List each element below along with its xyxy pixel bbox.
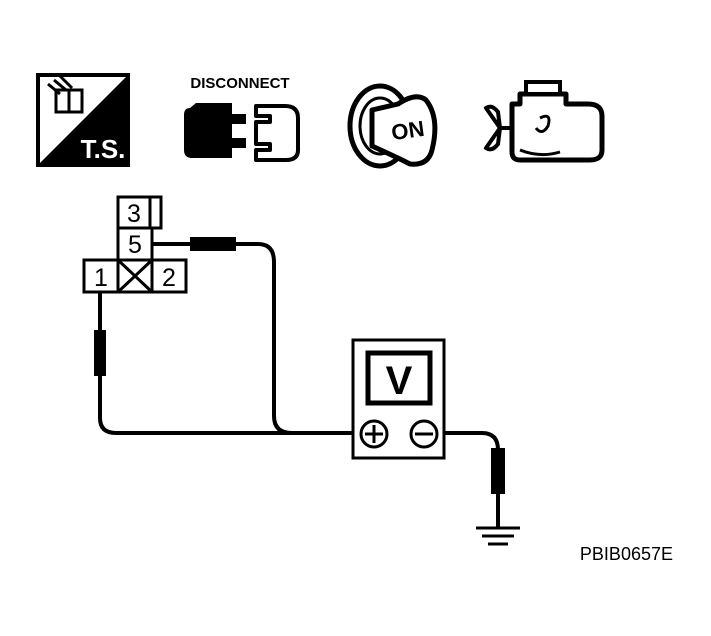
terminal-3-lock (148, 195, 163, 230)
probe-tip-terminal-1 (94, 330, 106, 376)
terminal-1-label: 1 (94, 264, 108, 292)
lead-terminal-5 (152, 242, 293, 435)
meter-negative-terminal-icon (409, 419, 439, 449)
ts-label: T.S. (81, 134, 126, 164)
disconnect-icon: DISCONNECT (184, 75, 300, 162)
ignition-on-icon: ON (347, 83, 438, 169)
ignition-key-icon (369, 94, 438, 167)
terminal-2-box (150, 258, 188, 294)
disconnect-label: DISCONNECT (190, 75, 289, 92)
socket-half-icon (254, 104, 300, 162)
plug-half-icon (184, 103, 232, 158)
lead-terminal-1 (98, 292, 360, 435)
figure-code: PBIB0657E (580, 544, 673, 564)
technical-service-icon: T.S. (36, 73, 130, 167)
harness-connector: 3 5 1 2 (82, 195, 188, 294)
mini-connector-icon (47, 74, 84, 114)
terminal-5-label: 5 (128, 231, 142, 259)
engine-fan-icon (484, 104, 502, 152)
ground-icon (476, 526, 520, 546)
probe-tip-ground (491, 448, 505, 494)
meter-mode-label: V (386, 359, 413, 403)
terminal-2-label: 2 (162, 264, 176, 292)
meter-display (365, 350, 433, 406)
terminal-3-label: 3 (127, 200, 141, 228)
ignition-on-label: ON (390, 116, 426, 145)
engine-icon (484, 80, 605, 163)
probe-tip-terminal-5 (190, 237, 236, 251)
voltmeter: V (351, 338, 446, 460)
meter-positive-terminal-icon (359, 419, 389, 449)
